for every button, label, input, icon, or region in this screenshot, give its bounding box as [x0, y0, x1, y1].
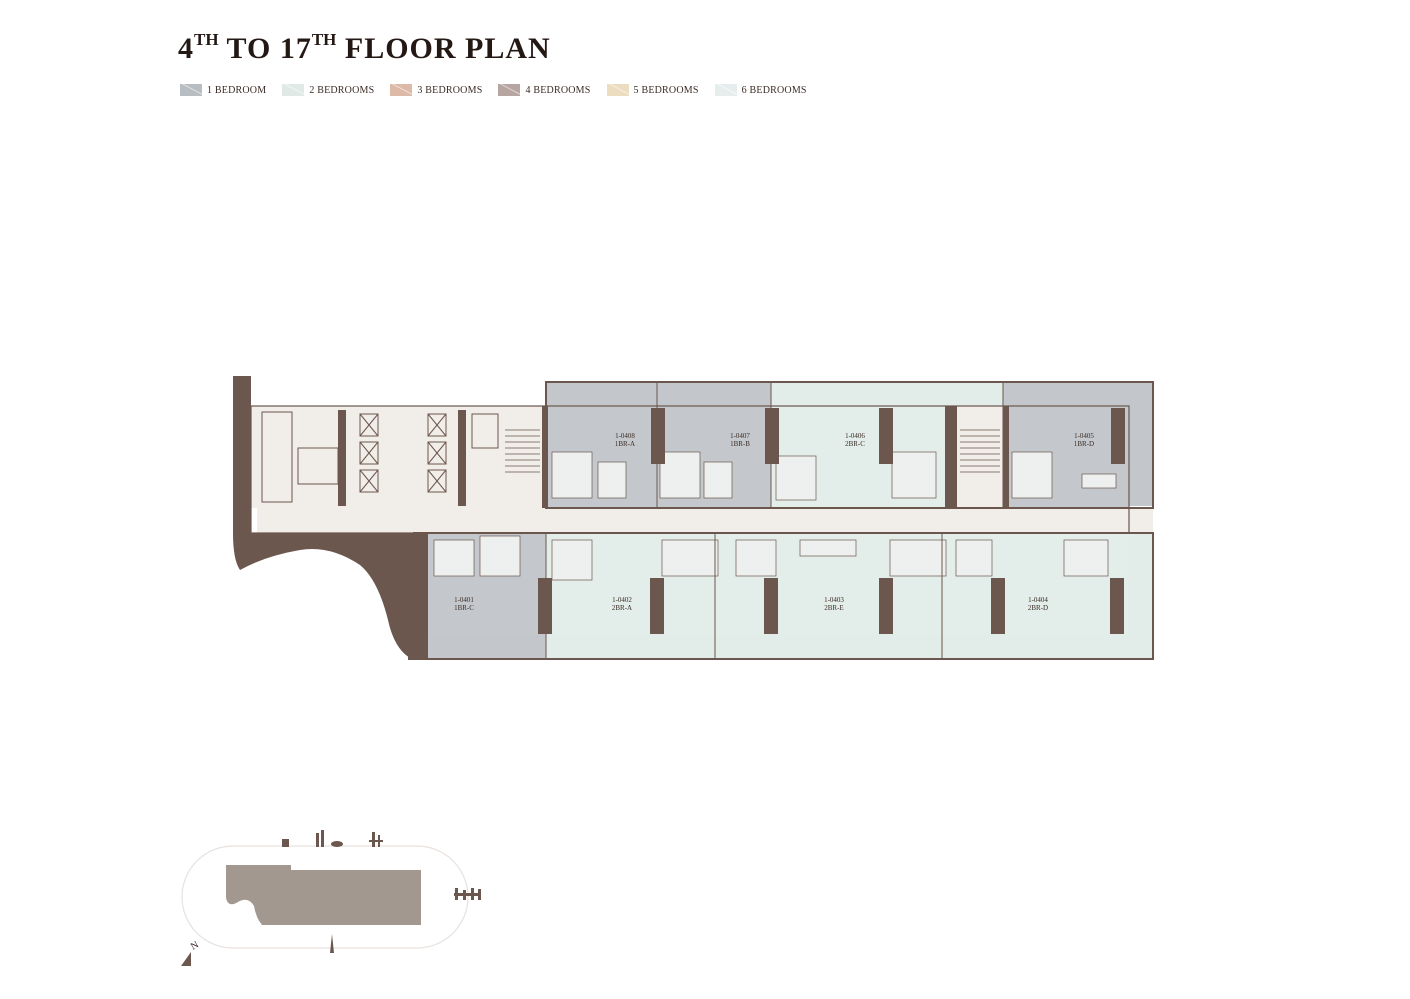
- unit-code-0405: 1-0405: [1074, 432, 1094, 440]
- lift-2: [359, 441, 379, 465]
- north-arrow-icon: N: [181, 939, 201, 966]
- legend-label: 6 BEDROOMS: [741, 84, 807, 96]
- unit-type-0404: 2BR-D: [1028, 604, 1048, 612]
- terrace-south-0402: [546, 634, 715, 659]
- unit-type-0406: 2BR-C: [845, 440, 865, 448]
- legend-label: 1 BEDROOM: [207, 84, 267, 96]
- legend-swatch: [714, 84, 737, 96]
- landmark-icons: [282, 830, 481, 953]
- unit-type-0402: 2BR-A: [612, 604, 632, 612]
- lift-5: [427, 441, 447, 465]
- units-south: [428, 533, 1129, 634]
- unit-type-0401: 1BR-C: [454, 604, 474, 612]
- lift-3: [359, 469, 379, 493]
- key-plan-outline: [181, 845, 469, 949]
- terrace-north-0407: [657, 382, 771, 406]
- legend-label: 5 BEDROOMS: [633, 84, 699, 96]
- unit-type-0408: 1BR-A: [615, 440, 635, 448]
- unit-dividers: [545, 382, 1004, 659]
- key-plan: N: [181, 830, 481, 966]
- legend-item-4-bedrooms: 4 BEDROOMS: [498, 84, 590, 96]
- wet-areas: [433, 451, 1117, 581]
- terrace-south-0401: [414, 634, 546, 659]
- legend-swatch: [282, 84, 305, 96]
- terrace-north-0408: [546, 382, 657, 406]
- unit-code-0408: 1-0408: [615, 432, 635, 440]
- lift-shafts: [261, 411, 499, 503]
- core-floor: [251, 406, 546, 508]
- legend-item-1-bedroom: 1 BEDROOM: [180, 84, 266, 96]
- legend-item-6-bedrooms: 6 BEDROOMS: [714, 84, 807, 96]
- legend-item-2-bedrooms: 2 BEDROOMS: [282, 84, 374, 96]
- legend-label: 2 BEDROOMS: [309, 84, 375, 96]
- west-wall-strip: [408, 533, 428, 660]
- plan-outlines: [250, 381, 1154, 660]
- unit-type-0405: 1BR-D: [1074, 440, 1094, 448]
- terrace-north-0405: [1003, 382, 1153, 406]
- north-label: N: [189, 939, 201, 952]
- core-room-1: [261, 411, 293, 503]
- terrace-east-upper: [1129, 406, 1153, 506]
- legend-item-5-bedrooms: 5 BEDROOMS: [606, 84, 699, 96]
- unit-code-0404: 1-0404: [1028, 596, 1048, 604]
- legend-label: 4 BEDROOMS: [525, 84, 591, 96]
- legend-swatch: [606, 84, 629, 96]
- unit-code-0403: 1-0403: [824, 596, 844, 604]
- lift-1: [359, 413, 379, 437]
- lift-6: [427, 469, 447, 493]
- unit-labels: 1-0408 1BR-A 1-0407 1BR-B 1-0406 2BR-C 1…: [454, 432, 1094, 612]
- legend-item-3-bedrooms: 3 BEDROOMS: [390, 84, 482, 96]
- west-curved-wall: [233, 376, 414, 660]
- unit-type-0407: 1BR-B: [730, 440, 750, 448]
- legend-swatch: [390, 84, 413, 96]
- unit-code-0407: 1-0407: [730, 432, 750, 440]
- unit-code-0402: 1-0402: [612, 596, 632, 604]
- page-title: 4TH TO 17TH FLOOR PLAN: [178, 30, 551, 65]
- terrace-band: [414, 382, 1153, 659]
- corridor: [257, 508, 1153, 533]
- legend-label: 3 BEDROOMS: [417, 84, 483, 96]
- unit-code-0406: 1-0406: [845, 432, 865, 440]
- lift-4: [427, 413, 447, 437]
- core-room-3: [471, 413, 499, 449]
- legend: 1 BEDROOM 2 BEDROOMS 3 BEDROOMS 4 BEDROO…: [180, 84, 823, 96]
- legend-swatch: [180, 84, 202, 96]
- service-core: [251, 406, 1153, 533]
- unit-type-0403: 2BR-E: [824, 604, 843, 612]
- stair-east-steps: [960, 429, 1000, 473]
- terrace-north-0406: [771, 382, 1003, 406]
- stair-east: [955, 406, 1005, 508]
- terrace-east-lower: [1129, 533, 1153, 659]
- structural-walls: [338, 406, 1125, 634]
- terrace-south-0403: [715, 634, 942, 659]
- legend-swatch: [498, 84, 521, 96]
- key-plan-building: [226, 865, 421, 925]
- stair-west: [505, 429, 540, 473]
- terrace-south-0404: [942, 634, 1129, 659]
- unit-code-0401: 1-0401: [454, 596, 474, 604]
